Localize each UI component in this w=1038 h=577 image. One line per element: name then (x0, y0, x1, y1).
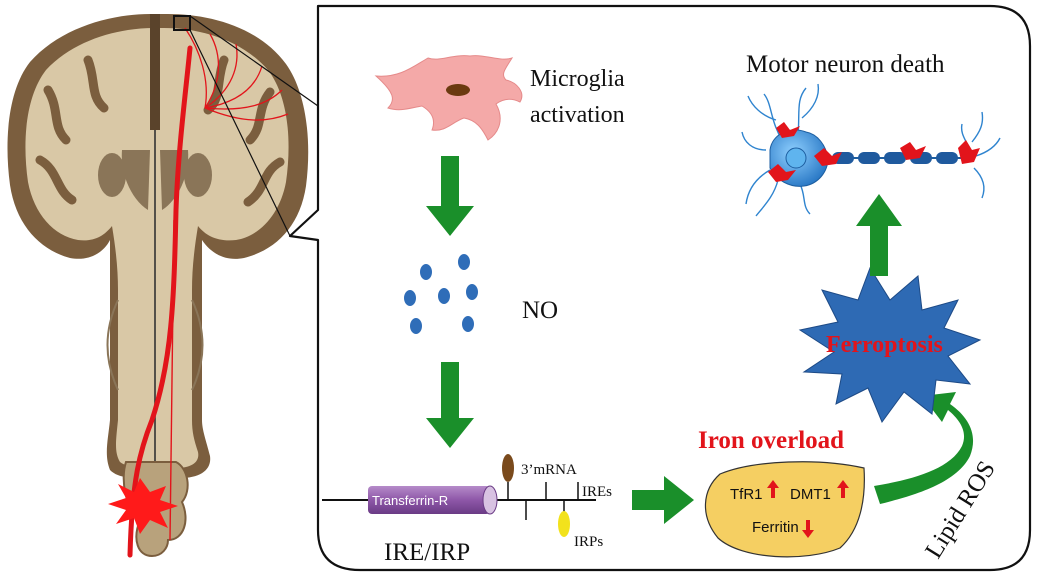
ferroptosis-burst-icon (798, 266, 982, 424)
brain-section-icon (7, 14, 319, 558)
microglia-nucleus (446, 84, 470, 96)
dmt1-up-arrow (837, 480, 849, 498)
motor-neuron-death-label: Motor neuron death (746, 51, 945, 78)
mrna-label: 3’mRNA (521, 462, 577, 478)
irps-label: IRPs (574, 534, 603, 550)
curved-arrow (874, 392, 974, 504)
microglia-cell-icon (374, 55, 523, 141)
ire-irp-label: IRE/IRP (384, 539, 470, 566)
no-label: NO (522, 297, 558, 324)
ires-label: IREs (582, 484, 612, 500)
motor-neuron-icon (741, 83, 1001, 217)
iron-overload-cell (704, 461, 865, 558)
ferroptosis-label: Ferroptosis (826, 332, 943, 358)
no-molecule-icon (404, 254, 478, 334)
ferritin-down-arrow (802, 520, 814, 538)
microglia-label-1: Microglia (530, 66, 625, 92)
detail-panel (288, 4, 1032, 572)
dmt1-label: DMT1 (790, 486, 831, 503)
arrow-down-2 (426, 362, 474, 448)
ire-irp-schematic: Transferrin-R 3’mRNA IREs IRPs (322, 454, 612, 550)
arrow-down-1 (426, 156, 474, 236)
irp-marker (558, 511, 570, 537)
mrna-marker (502, 454, 514, 482)
ferritin-label: Ferritin (752, 519, 799, 536)
arrow-right (632, 476, 694, 524)
lesion-burst-icon (108, 478, 178, 534)
microglia-label-2: activation (530, 102, 625, 128)
iron-overload-label: Iron overload (698, 427, 844, 454)
tfr1-label: TfR1 (730, 486, 763, 503)
transferrin-r-label: Transferrin-R (372, 493, 448, 508)
tfr1-up-arrow (767, 480, 779, 498)
arrow-up (856, 194, 902, 276)
